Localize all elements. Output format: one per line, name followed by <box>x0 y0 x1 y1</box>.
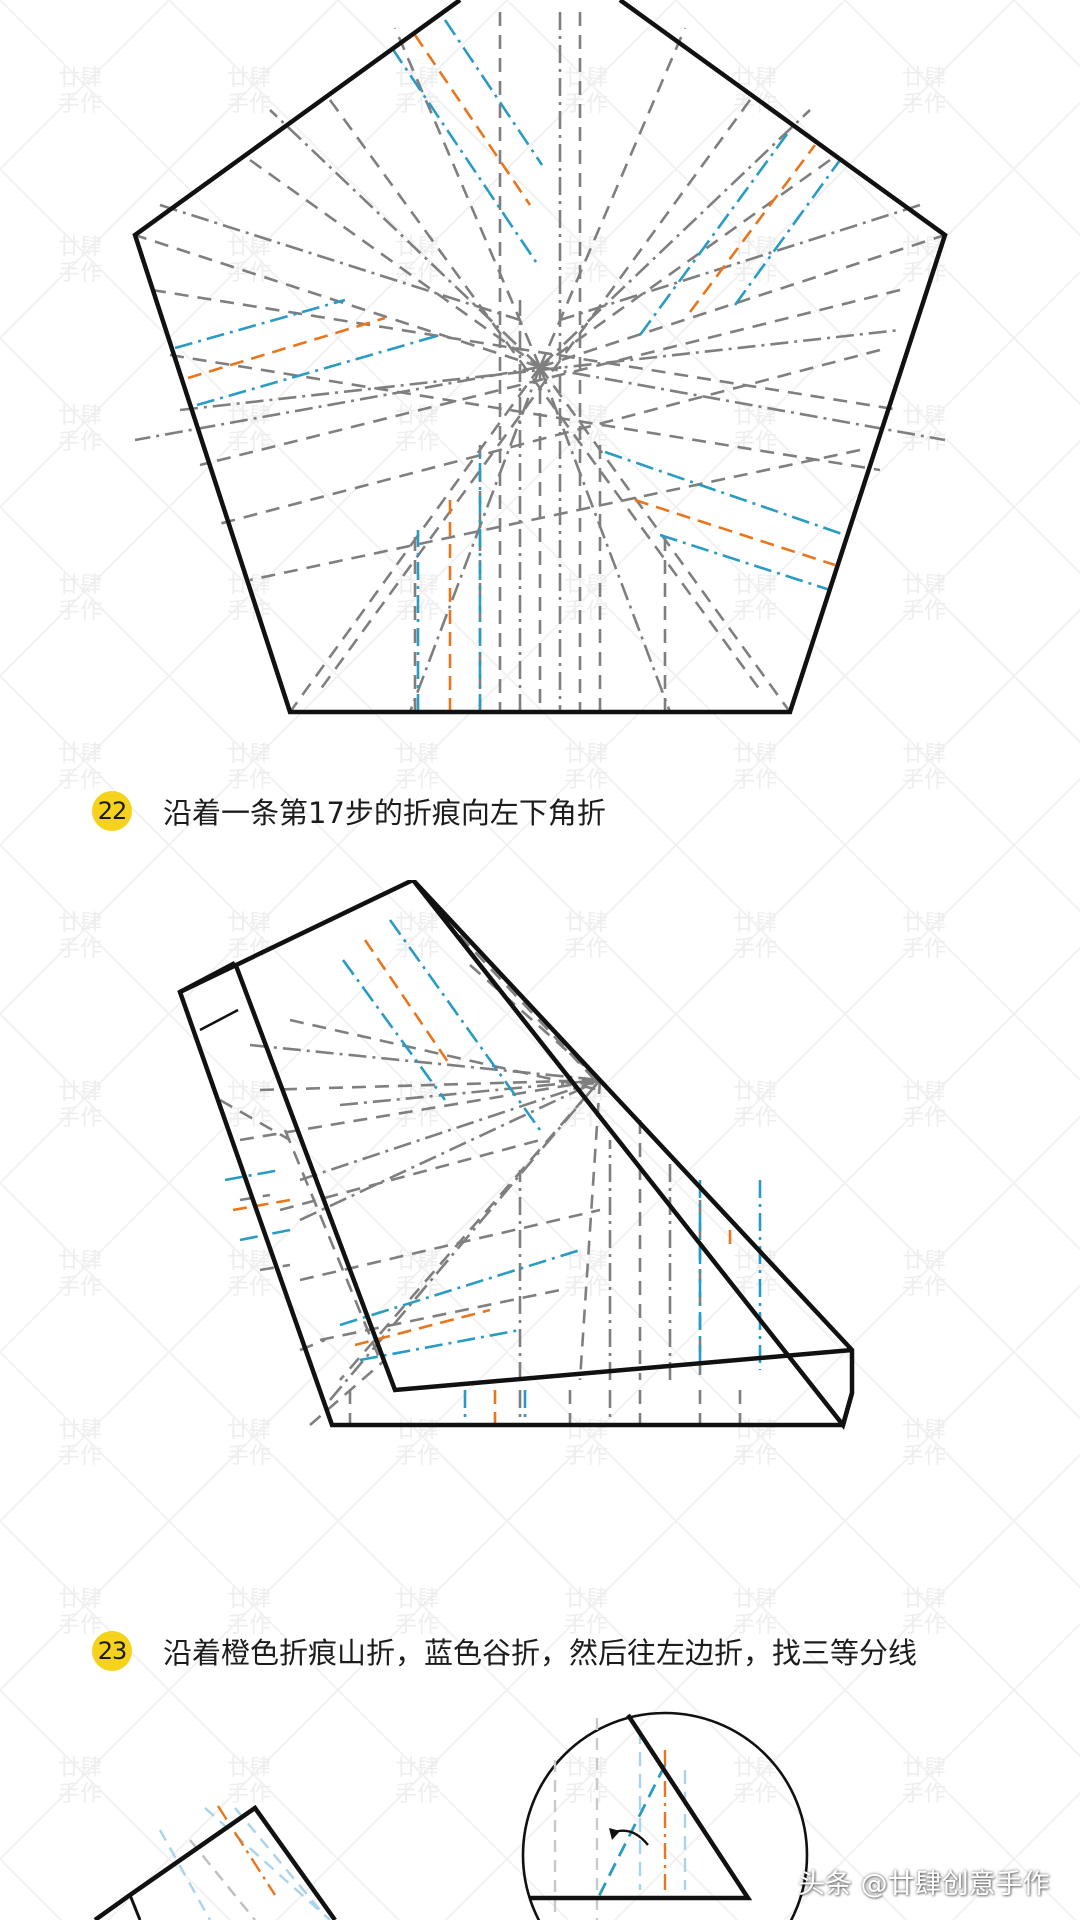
step-number-badge: 22 <box>92 791 132 831</box>
step-22-instruction: 22 沿着一条第17步的折痕向左下角折 <box>92 790 606 832</box>
watermark-text: 廿肆 <box>902 1587 946 1612</box>
watermark-text: 廿肆 <box>564 1587 608 1612</box>
watermark-text: 廿肆 <box>58 742 102 767</box>
watermark-text: 廿肆 <box>227 1587 271 1612</box>
watermark-text: 廿肆 <box>395 1587 439 1612</box>
watermark-text: 手作 <box>902 768 946 793</box>
source-credit: 头条 @廿肆创意手作 <box>798 1869 1050 1900</box>
watermark-text: 廿肆 <box>58 1587 102 1612</box>
step-text: 沿着一条第17步的折痕向左下角折 <box>163 796 606 830</box>
watermark-text: 廿肆 <box>733 742 777 767</box>
step-23-diagram <box>93 1711 809 1920</box>
step-number-badge: 23 <box>92 1631 132 1671</box>
watermark-text: 廿肆 <box>227 742 271 767</box>
watermark-text: 廿肆 <box>395 742 439 767</box>
step-23-instruction: 23 沿着橙色折痕山折，蓝色谷折，然后往左边折，找三等分线 <box>92 1630 917 1672</box>
step-text: 沿着橙色折痕山折，蓝色谷折，然后往左边折，找三等分线 <box>163 1636 918 1670</box>
folded-crease-diagram <box>177 880 855 1430</box>
pentagon-crease-diagram <box>132 0 948 715</box>
watermark-text: 廿肆 <box>733 1587 777 1612</box>
watermark-text: 廿肆 <box>902 742 946 767</box>
watermark-text: 手作 <box>733 768 777 793</box>
watermark-text: 廿肆 <box>564 742 608 767</box>
